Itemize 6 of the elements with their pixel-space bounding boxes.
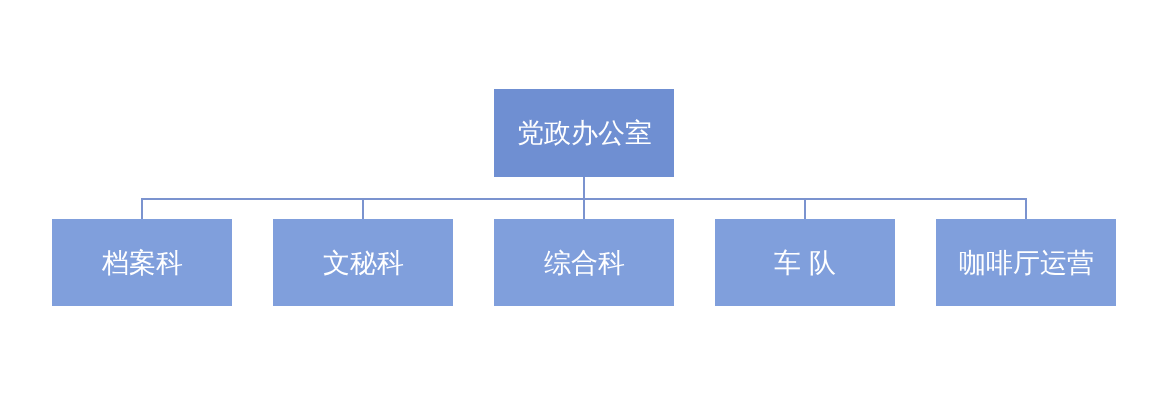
department-box: 党政办公室 xyxy=(494,89,674,177)
section-box: 文秘科 xyxy=(273,219,453,306)
section-box: 综合科 xyxy=(494,219,674,306)
section-box: 档案科 xyxy=(52,219,232,306)
section-box: 车 队 xyxy=(715,219,895,306)
section-box: 咖啡厅运营 xyxy=(936,219,1116,306)
